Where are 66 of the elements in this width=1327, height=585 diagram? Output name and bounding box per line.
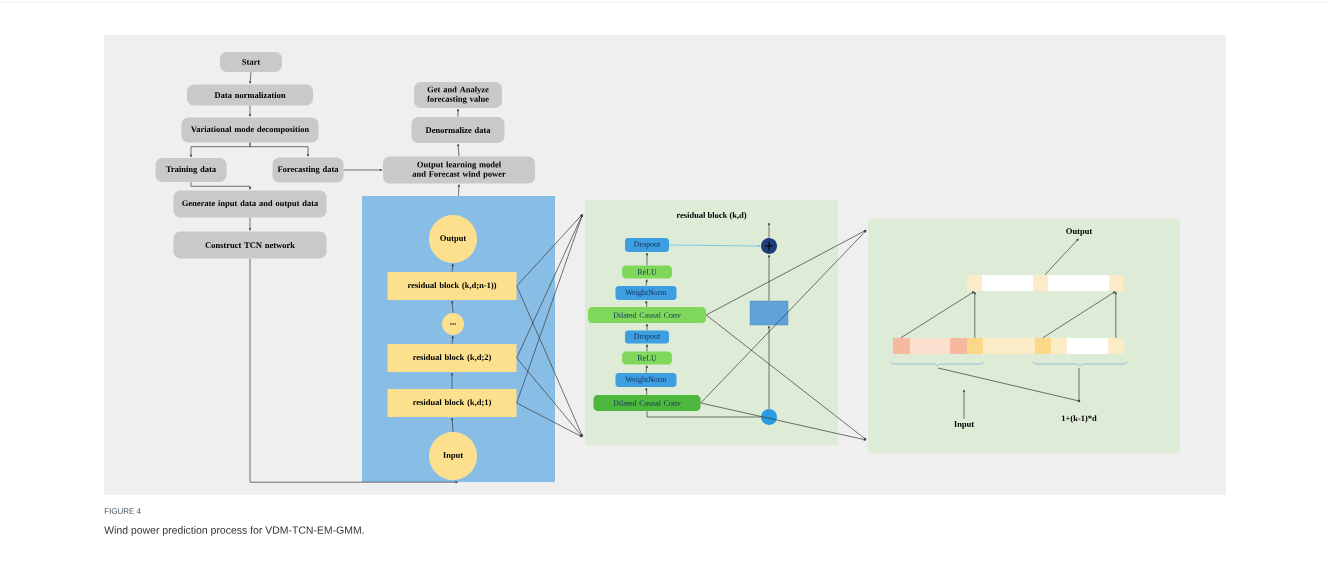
arrow xyxy=(456,108,460,118)
cell-bar xyxy=(893,338,1124,354)
junction-circle xyxy=(761,409,777,425)
arrow xyxy=(457,184,460,197)
arrow xyxy=(457,143,460,157)
process-box: Start xyxy=(220,52,282,72)
process-box: Forecasting data xyxy=(272,157,344,183)
arrow xyxy=(451,335,454,345)
arrow xyxy=(973,291,976,339)
arrow xyxy=(343,168,383,172)
sum-circle xyxy=(761,238,777,254)
arrow xyxy=(516,402,583,438)
arrow xyxy=(645,323,649,331)
arrow xyxy=(645,387,648,396)
arrow xyxy=(962,389,966,420)
process-box: Generate input data and output data xyxy=(173,190,327,218)
arrow xyxy=(1042,291,1116,339)
process-box: Data normalization xyxy=(187,84,313,106)
arrow xyxy=(516,285,583,437)
arrow xyxy=(248,217,252,231)
arrow xyxy=(450,372,454,390)
text-label: Output xyxy=(1066,228,1093,236)
process-box: Variational mode decomposition xyxy=(181,117,319,143)
arrow xyxy=(451,263,454,273)
process-box: Get and Analyze forecasting value xyxy=(414,82,502,108)
block-box: residual block (k,d;n-1)) xyxy=(387,272,517,300)
circle-node: ... xyxy=(442,313,464,335)
arrow xyxy=(516,357,583,437)
arrow xyxy=(767,254,771,302)
arrow xyxy=(516,214,583,287)
conv-box xyxy=(749,300,789,326)
arrow xyxy=(1114,291,1117,339)
circle-node: Output xyxy=(429,215,477,263)
arrow xyxy=(700,402,867,441)
arrow xyxy=(1044,238,1079,276)
arrow xyxy=(451,300,454,314)
arrow xyxy=(705,229,867,316)
cell-bar xyxy=(967,275,1123,291)
arrow xyxy=(249,71,252,84)
arrow xyxy=(900,291,975,339)
arrow xyxy=(451,417,454,433)
process-box: Construct TCN network xyxy=(173,231,327,259)
arrow xyxy=(190,181,252,190)
arrow xyxy=(767,325,771,410)
arrow xyxy=(645,344,649,352)
formula-label: 1+(k-1)*d xyxy=(1062,415,1097,423)
circle-node: Input xyxy=(429,432,477,480)
arrow xyxy=(645,252,649,266)
arrow xyxy=(700,230,867,404)
connector-line xyxy=(646,410,762,418)
arrow xyxy=(249,258,458,484)
arrow xyxy=(645,365,648,374)
caption: Wind power prediction process for VDM-TCN-EM-GMM. xyxy=(104,526,364,536)
arrow xyxy=(645,300,648,308)
arrow xyxy=(516,214,583,404)
arrow xyxy=(249,142,310,157)
process-box: Output learning model and Forecast wind power xyxy=(383,156,535,184)
arrow xyxy=(248,105,252,117)
arrow xyxy=(767,222,771,239)
arrow xyxy=(516,214,583,359)
text-label: Input xyxy=(954,421,975,429)
arrow xyxy=(668,244,761,248)
block-box: residual block (k,d;1) xyxy=(387,389,517,417)
arrow xyxy=(645,279,648,287)
arrow xyxy=(705,314,867,440)
block-box: residual block (k,d;2) xyxy=(387,344,517,372)
